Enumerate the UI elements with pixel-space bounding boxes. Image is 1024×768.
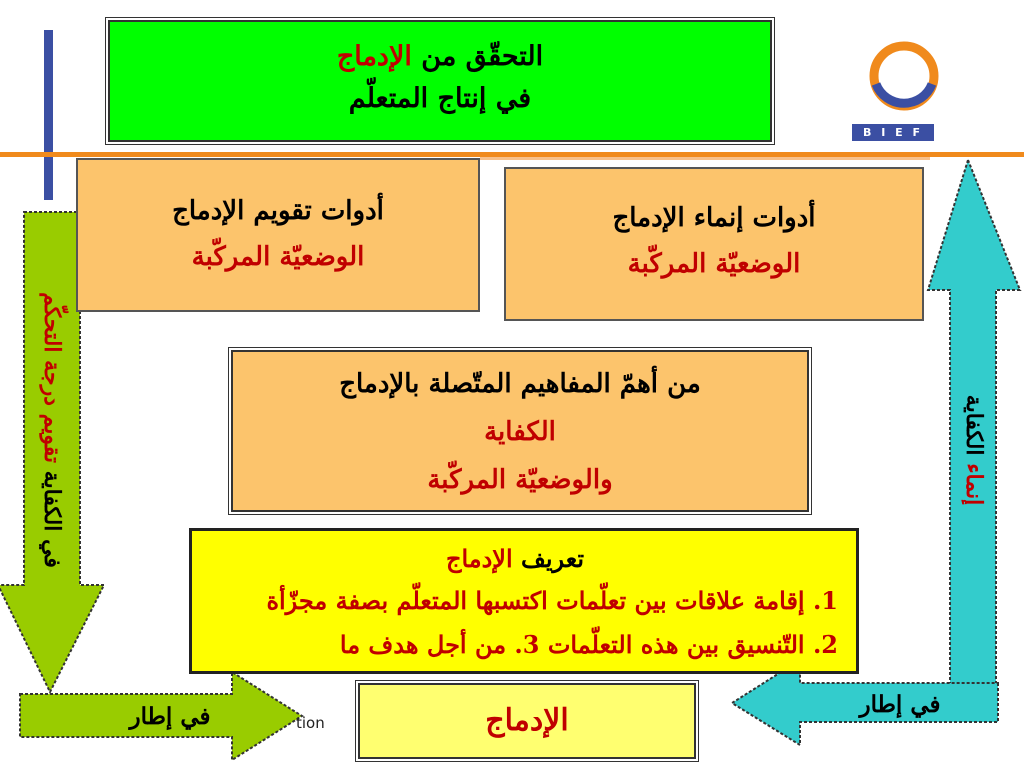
right-bottom-arrow-label: في إطار xyxy=(859,691,941,718)
right-arrow-text: إنماء الكفاية xyxy=(959,370,989,530)
ring-logo-icon xyxy=(852,41,939,141)
left-bottom-arrow-label: في إطار xyxy=(129,703,211,730)
left-right-arrow xyxy=(19,670,304,762)
right-arrow-text-red: إنماء xyxy=(961,463,987,506)
left-arrow-text-black: في الكفاية xyxy=(39,470,65,568)
logo-text: B I E F xyxy=(863,126,923,139)
right-arrow-text-black: الكفاية xyxy=(961,394,987,456)
footer-fragment: tion xyxy=(296,714,325,732)
evaluation-tools-title: أدوات تقويم الإدماج xyxy=(172,196,384,226)
concepts-complex-situation: والوضعيّة المركّبة xyxy=(427,465,613,495)
left-down-arrow xyxy=(0,211,106,695)
concepts-competence: الكفاية xyxy=(484,417,556,447)
title-integration: الإدماج xyxy=(336,41,412,72)
title-box: التحقّق من الإدماج في إنتاج المتعلّم xyxy=(105,17,775,145)
development-tools-title: أدوات إنماء الإدماج xyxy=(612,203,816,233)
integration-label: الإدماج xyxy=(485,703,569,738)
development-tools-box: أدوات إنماء الإدماج الوضعيّة المركّبة xyxy=(504,167,924,321)
definition-title-word: تعريف xyxy=(521,544,585,573)
definition-box: تعريف الإدماج 1. إقامة علاقات بين تعلّما… xyxy=(189,528,859,674)
right-left-arrow xyxy=(730,658,999,747)
title-line-2: في إنتاج المتعلّم xyxy=(348,83,532,114)
orange-horizontal-line xyxy=(0,152,1024,157)
definition-line-2: 2. التّنسيق بين هذه التعلّمات 3. من أجل … xyxy=(339,630,838,659)
concepts-box: من أهمّ المفاهيم المتّصلة بالإدماج الكفا… xyxy=(228,347,812,515)
left-arrow-text: في الكفاية تقويم درجة التحكّم xyxy=(37,265,67,595)
definition-title: تعريف الإدماج xyxy=(192,539,838,579)
definition-title-term: الإدماج xyxy=(445,544,513,573)
evaluation-tools-subtitle: الوضعيّة المركّبة xyxy=(191,242,365,272)
evaluation-tools-box: أدوات تقويم الإدماج الوضعيّة المركّبة xyxy=(76,158,480,312)
definition-line-1: 1. إقامة علاقات بين تعلّمات اكتسبها المت… xyxy=(266,586,838,615)
concepts-title: من أهمّ المفاهيم المتّصلة بالإدماج xyxy=(339,369,701,399)
integration-box: الإدماج xyxy=(355,680,699,762)
left-arrow-text-red: تقويم درجة التحكّم xyxy=(39,292,65,464)
orange-line-fade xyxy=(480,157,930,160)
title-line-1: التحقّق من الإدماج xyxy=(110,36,770,78)
blue-vertical-bar xyxy=(44,30,53,200)
development-tools-subtitle: الوضعيّة المركّبة xyxy=(627,249,801,279)
title-verify: التحقّق من xyxy=(421,41,544,72)
